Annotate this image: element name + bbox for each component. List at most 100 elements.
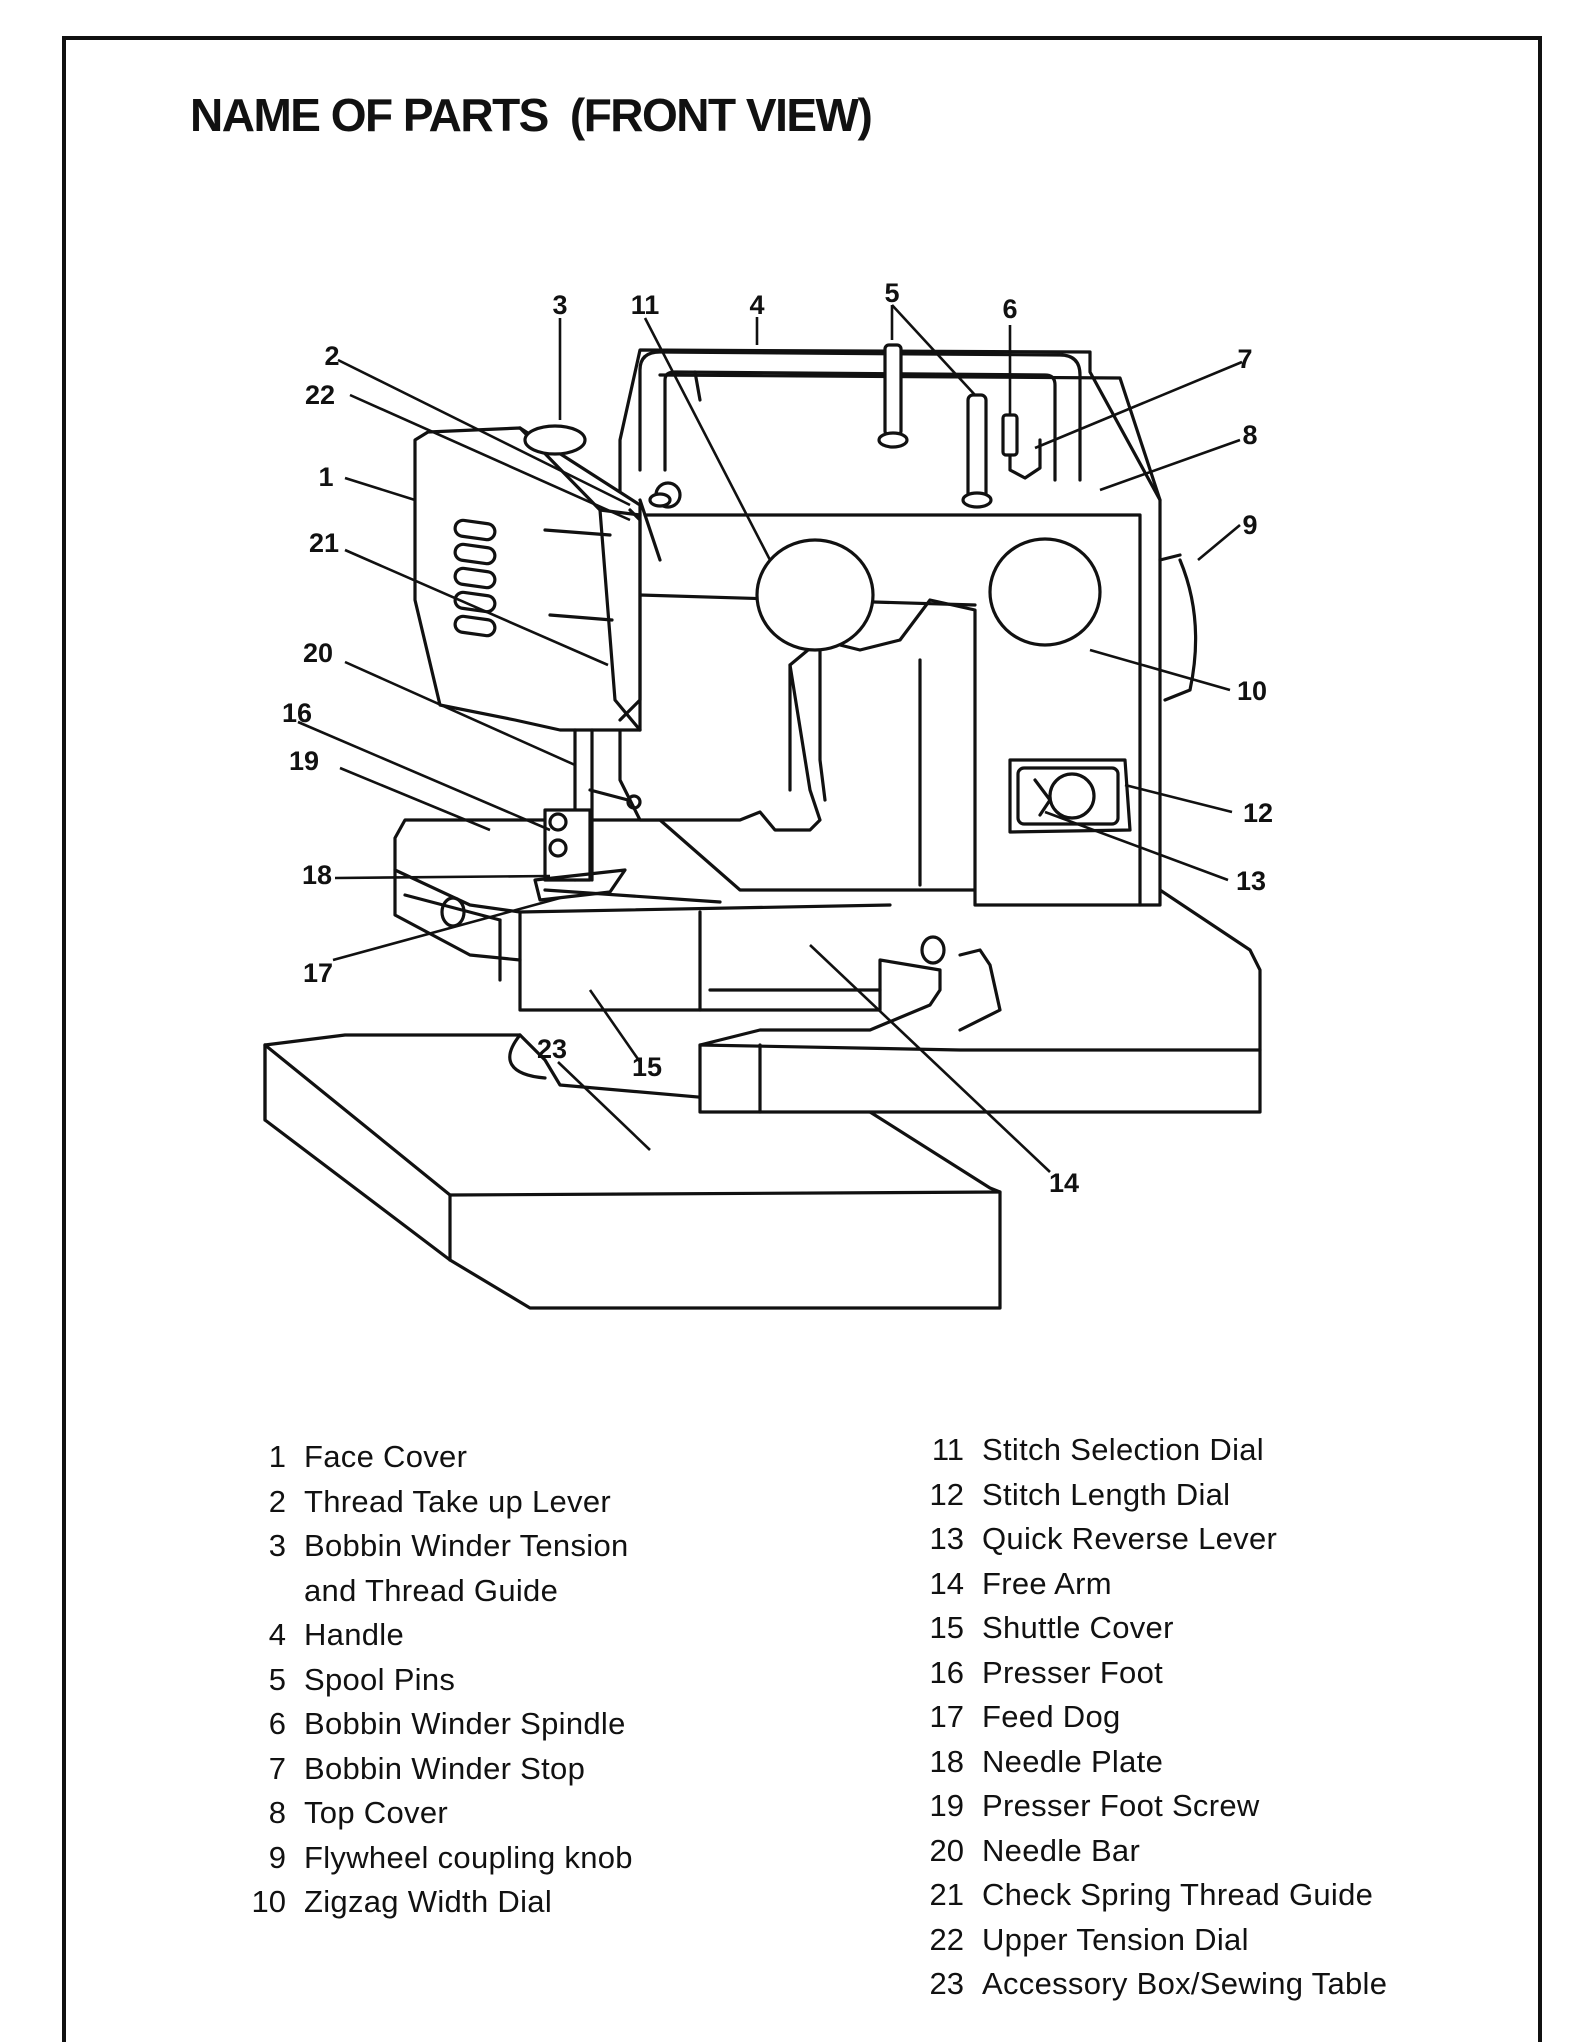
legend-number: 9 xyxy=(268,1839,286,1875)
legend-label: Spool Pins xyxy=(304,1661,456,1697)
leader-lines xyxy=(297,304,1243,1173)
legend-number: 7 xyxy=(268,1750,286,1786)
legend-label: Bobbin Winder Tension and Thread Guide xyxy=(304,1528,629,1608)
page-title: NAME OF PARTS (FRONT VIEW) xyxy=(190,88,873,142)
callout-numbers: 1 2 3 4 5 6 7 8 9 10 11 12 13 14 15 16 1… xyxy=(282,278,1273,1198)
callout-5: 5 xyxy=(884,278,899,308)
callout-7: 7 xyxy=(1237,344,1252,374)
callout-12: 12 xyxy=(1243,798,1273,828)
legend-number: 21 xyxy=(929,1877,964,1912)
legend-item: 7 Bobbin Winder Stop xyxy=(232,1747,633,1792)
legend-item: 19 Presser Foot Screw xyxy=(910,1784,1387,1829)
legend-label: Presser Foot Screw xyxy=(982,1788,1260,1823)
legend-label: Handle xyxy=(304,1617,405,1652)
legend-item: 14 Free Arm xyxy=(910,1562,1387,1607)
legend-item: 16 Presser Foot xyxy=(910,1651,1387,1696)
legend-label: Thread Take up Lever xyxy=(304,1483,612,1519)
needle-presser-drawing xyxy=(533,728,722,904)
callout-18: 18 xyxy=(302,860,332,890)
legend-number: 4 xyxy=(268,1617,286,1652)
callout-20: 20 xyxy=(303,638,333,668)
legend-label: Upper Tension Dial xyxy=(982,1921,1249,1957)
legend-label: Zigzag Width Dial xyxy=(304,1884,553,1919)
callout-15: 15 xyxy=(632,1052,662,1082)
accessory-box-drawing xyxy=(263,1033,1002,1310)
callout-4: 4 xyxy=(749,290,764,320)
legend-item: 8 Top Cover xyxy=(232,1791,633,1836)
legend-label: Quick Reverse Lever xyxy=(982,1521,1278,1556)
title-subtitle: (FRONT VIEW) xyxy=(569,89,873,141)
callout-2: 2 xyxy=(324,341,339,371)
callout-9: 9 xyxy=(1242,510,1257,540)
legend-item: 13 Quick Reverse Lever xyxy=(910,1517,1387,1562)
legend-label: Needle Bar xyxy=(982,1832,1141,1868)
legend-number: 20 xyxy=(929,1832,964,1868)
legend-label: Accessory Box/Sewing Table xyxy=(982,1966,1388,2001)
legend-number: 2 xyxy=(268,1483,286,1519)
legend-number: 14 xyxy=(929,1565,964,1601)
callout-19: 19 xyxy=(289,746,319,776)
legend-item: 17 Feed Dog xyxy=(910,1695,1387,1740)
title-main: NAME OF PARTS xyxy=(190,89,549,141)
legend-item: 9 Flywheel coupling knob xyxy=(232,1836,633,1881)
legend-number: 15 xyxy=(929,1610,964,1645)
legend-number: 19 xyxy=(929,1788,964,1823)
legend-item: 15 Shuttle Cover xyxy=(910,1606,1387,1651)
legend-label: Check Spring Thread Guide xyxy=(982,1877,1374,1912)
legend-item: 5 Spool Pins xyxy=(232,1658,633,1703)
dials-drawing xyxy=(755,537,1198,702)
callout-1: 1 xyxy=(318,462,333,492)
callout-16: 16 xyxy=(282,698,312,728)
legend-number: 8 xyxy=(268,1795,286,1830)
legend-label: Bobbin Winder Stop xyxy=(304,1750,586,1786)
legend-number: 22 xyxy=(929,1921,964,1957)
legend-number: 23 xyxy=(929,1966,964,2001)
legend-number: 18 xyxy=(929,1743,964,1779)
legend-item: 4 Handle xyxy=(232,1613,633,1658)
page-border xyxy=(62,36,1542,2042)
callout-21: 21 xyxy=(309,528,339,558)
parts-legend-right: 11 Stitch Selection Dial 12 Stitch Length … xyxy=(910,1428,1387,2007)
callout-8: 8 xyxy=(1242,420,1257,450)
legend-item: 20 Needle Bar xyxy=(910,1829,1387,1874)
callout-14: 14 xyxy=(1049,1168,1079,1198)
callout-23: 23 xyxy=(537,1034,567,1064)
legend-number: 12 xyxy=(929,1476,964,1512)
spool-pins-drawing xyxy=(877,343,1042,509)
legend-item: 22 Upper Tension Dial xyxy=(910,1918,1387,1963)
legend-item: 10 Zigzag Width Dial xyxy=(232,1880,633,1925)
legend-label: Flywheel coupling knob xyxy=(304,1839,633,1875)
legend-label: Shuttle Cover xyxy=(982,1610,1174,1645)
legend-label: Presser Foot xyxy=(982,1654,1164,1690)
callout-17: 17 xyxy=(303,958,333,988)
legend-item: 2 Thread Take up Lever xyxy=(232,1480,633,1525)
callout-11: 11 xyxy=(631,290,660,320)
legend-label: Bobbin Winder Spindle xyxy=(304,1706,626,1741)
legend-item: 3 Bobbin Winder Tension and Thread Guide xyxy=(232,1524,633,1613)
legend-item: 23 Accessory Box/Sewing Table xyxy=(910,1962,1387,2007)
legend-label: Stitch Length Dial xyxy=(982,1476,1231,1512)
legend-label: Needle Plate xyxy=(982,1743,1164,1779)
legend-label: Face Cover xyxy=(304,1439,468,1474)
legend-number: 5 xyxy=(268,1661,286,1697)
callout-22: 22 xyxy=(305,380,335,410)
legend-item: 11 Stitch Selection Dial xyxy=(910,1428,1387,1473)
legend-number: 17 xyxy=(929,1699,964,1734)
callout-13: 13 xyxy=(1236,866,1266,896)
legend-label: Stitch Selection Dial xyxy=(982,1432,1264,1467)
legend-number: 11 xyxy=(931,1432,964,1467)
legend-number: 3 xyxy=(268,1528,286,1563)
legend-number: 10 xyxy=(251,1884,286,1919)
legend-label: Feed Dog xyxy=(982,1699,1121,1734)
legend-number: 16 xyxy=(929,1654,964,1690)
legend-number: 13 xyxy=(929,1521,964,1556)
legend-label: Top Cover xyxy=(304,1795,448,1830)
legend-label: Free Arm xyxy=(982,1565,1112,1601)
callout-6: 6 xyxy=(1002,294,1017,324)
callout-3: 3 xyxy=(552,290,567,320)
callout-10: 10 xyxy=(1237,676,1267,706)
